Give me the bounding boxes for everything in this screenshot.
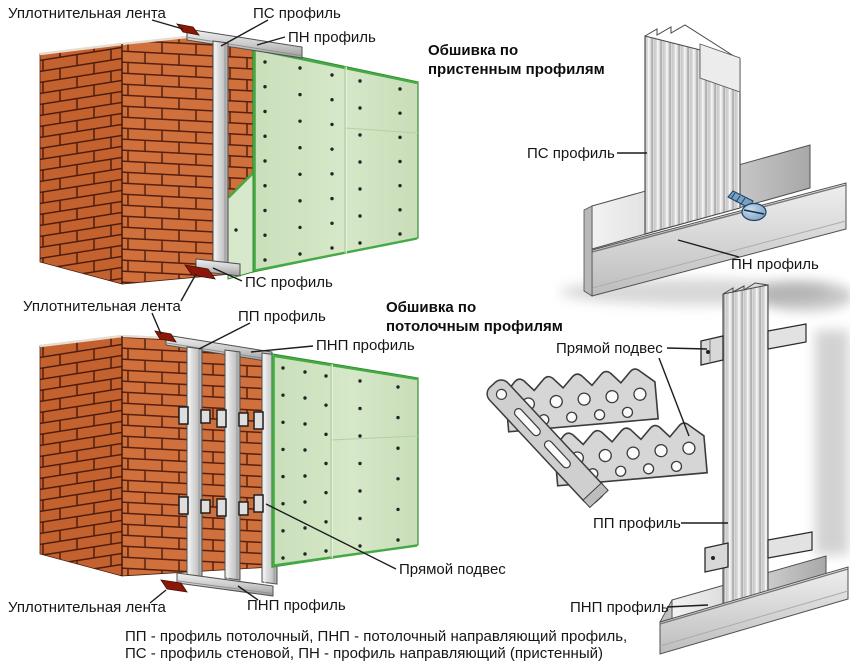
- leader-line: [666, 604, 709, 608]
- screw-dots-column: [303, 370, 307, 556]
- sealing-tape-bottom: [160, 579, 188, 593]
- detail-hanger-pp-pnp: Обшивка по потолочным профилям: [386, 281, 850, 655]
- sealing-tape-bottom: [184, 264, 216, 280]
- label-pn-profile-detail: ПН профиль: [731, 256, 819, 273]
- pn-channel-end-cap: [583, 205, 593, 297]
- leader-line: [149, 589, 167, 604]
- drywall-panel: [252, 46, 419, 273]
- leader-line: [151, 19, 184, 30]
- screw-dots-column: [358, 379, 362, 548]
- label-direct-hanger: Прямой подвес: [399, 561, 506, 578]
- label-pnp-profile-top: ПНП профиль: [316, 337, 415, 354]
- leader-line: [666, 347, 708, 350]
- brick-wall-side-face: [39, 335, 123, 577]
- detail-shadow-side: [815, 330, 849, 555]
- drywall-panel: [271, 353, 419, 568]
- screw-dots-column: [298, 66, 302, 256]
- screw-dots-column: [281, 366, 285, 560]
- screw-dots-column: [330, 73, 334, 250]
- label-pp-profile: ПП профиль: [238, 308, 326, 325]
- direct-hanger-strap: [486, 379, 609, 509]
- leader-line: [256, 36, 286, 46]
- panel-edge-bottom: [254, 237, 418, 272]
- panel-joint: [330, 435, 419, 441]
- panel-edge-bottom: [273, 544, 418, 567]
- leader-line: [198, 322, 251, 350]
- pnp-bottom-groove: [177, 580, 273, 594]
- screw-body: [727, 190, 754, 209]
- diagram-wall-ps-profiles: Уплотнительная лента ПС профиль ПН профи…: [8, 5, 419, 315]
- sealing-tape-top: [176, 23, 200, 36]
- panel-joint: [344, 127, 419, 134]
- legend-line2: ПС - профиль стеновой, ПН - профиль напр…: [125, 645, 603, 662]
- pnp-channel-groove: [659, 568, 849, 625]
- ps-column-notch: [699, 43, 741, 93]
- pp-stud-profile-2: [224, 349, 241, 581]
- pn-channel-groove: [591, 184, 847, 253]
- screw-dots-column: [263, 60, 267, 262]
- label-ps-profile-top: ПС профиль: [253, 5, 341, 22]
- label-sealing-tape-mid: Уплотнительная лента: [23, 298, 182, 315]
- leader-line: [677, 239, 740, 258]
- label-pnp-profile-detail: ПНП профиль: [570, 599, 669, 616]
- label-pnp-profile-bottom: ПНП профиль: [247, 597, 346, 614]
- self-tapping-screw: [727, 190, 767, 222]
- leader-line: [250, 345, 314, 353]
- screw-dots-column: [324, 374, 328, 553]
- label-sealing-tape-top: Уплотнительная лента: [8, 5, 167, 22]
- label-ps-profile-detail: ПС профиль: [527, 145, 615, 162]
- pn-profile-groove: [187, 37, 302, 56]
- screw-dots-column: [398, 87, 402, 236]
- pn-channel-lip: [591, 220, 847, 289]
- heading-ceiling-profiles-line1: Обшивка по: [386, 299, 476, 316]
- ps-stud-profile: [212, 40, 229, 266]
- legend: ПП - профиль потолочный, ПНП - потолочны…: [125, 628, 627, 662]
- leader-line: [658, 357, 690, 437]
- label-sealing-tape-bottom: Уплотнительная лента: [8, 599, 167, 616]
- detail-shadow: [757, 281, 850, 311]
- screw-dots-column: [358, 79, 362, 245]
- screw-dots-column: [396, 385, 400, 542]
- label-pp-profile-detail: ПП профиль: [593, 515, 681, 532]
- detail-ps-pn-profiles: Обшивка по пристенным профилям ПС профил…: [428, 24, 847, 305]
- label-direct-hanger-detail: Прямой подвес: [556, 340, 663, 357]
- panel-partial-edge: [227, 172, 254, 199]
- heading-wall-profiles-line2: пристенным профилям: [428, 61, 605, 78]
- screw-slot: [743, 209, 765, 215]
- brick-wall-side-face: [39, 43, 123, 285]
- leader-line: [220, 19, 269, 47]
- label-pn-profile-top: ПН профиль: [288, 29, 376, 46]
- heading-ceiling-profiles-line2: потолочным профилям: [386, 318, 563, 335]
- leader-line: [180, 273, 197, 302]
- leader-line: [151, 312, 162, 335]
- leader-line: [212, 267, 243, 282]
- pnp-channel-lip: [659, 590, 849, 647]
- pp-profile-column: [722, 284, 769, 606]
- column-hanger-clips: [700, 323, 813, 573]
- pp-column-top-edge: [722, 282, 769, 295]
- diagram-wall-pp-profiles: ПП профиль ПНП профиль Прямой подвес ПНП…: [8, 308, 506, 616]
- leader-line: [265, 503, 397, 570]
- pp-stud-profile-1: [186, 346, 203, 578]
- ps-column-top-edge: [644, 24, 741, 61]
- pnp-top-groove: [166, 342, 272, 360]
- heading-wall-profiles-line1: Обшивка по: [428, 42, 518, 59]
- label-ps-profile-bottom: ПС профиль: [245, 274, 333, 291]
- screw-threads: [730, 192, 746, 205]
- legend-line1: ПП - профиль потолочный, ПНП - потолочны…: [125, 628, 627, 645]
- panel-edge-top: [273, 354, 418, 381]
- leader-line: [237, 585, 259, 601]
